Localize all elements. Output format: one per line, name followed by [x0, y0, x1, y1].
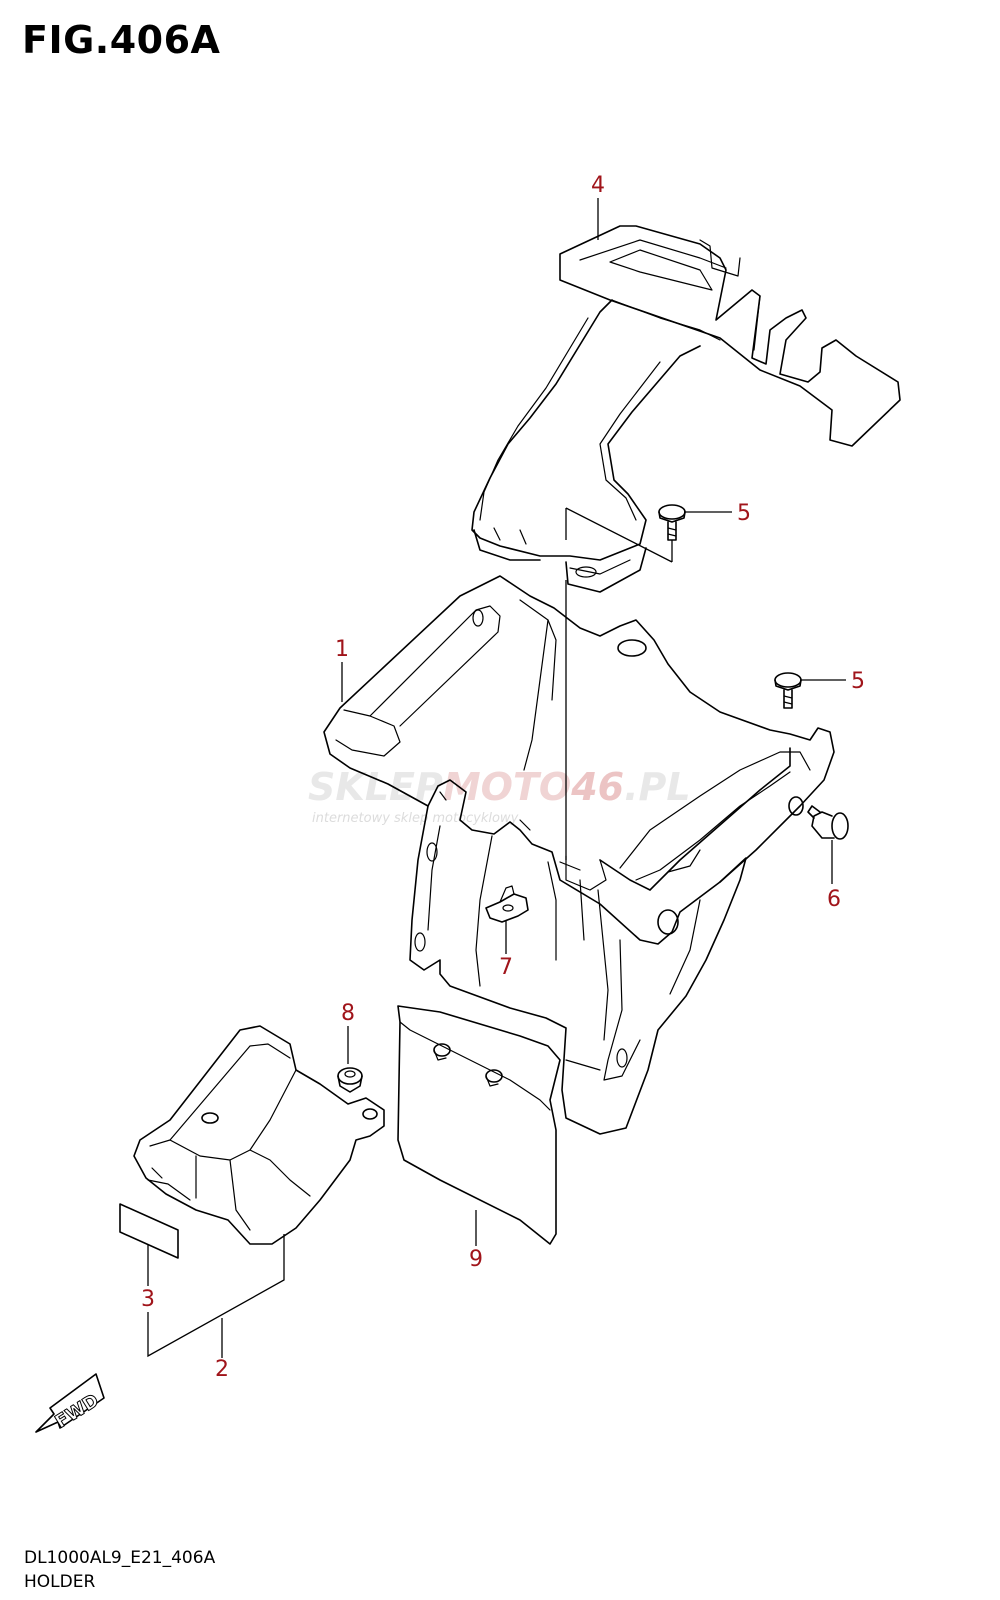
part-2-cover [133, 1025, 385, 1245]
fwd-label: FWD [52, 1390, 103, 1433]
part-7-clip-nut [485, 885, 529, 923]
watermark-brand-2: MOTO [443, 765, 571, 809]
callout-9: 9 [469, 1247, 483, 1272]
part-6-bolt [807, 805, 849, 840]
watermark-brand-4: .PL [624, 765, 691, 809]
callout-5-upper: 5 [737, 501, 751, 526]
section-name: HOLDER [24, 1572, 96, 1592]
part-5-screw-lower [774, 672, 802, 709]
part-1-main-holder [323, 575, 835, 945]
part-5-screw-upper [658, 504, 686, 541]
part-9-mud-flap [397, 1005, 561, 1245]
part-8-grommet [337, 1067, 363, 1093]
figure-title: FIG.406A [22, 18, 221, 62]
callout-1: 1 [335, 637, 349, 662]
callout-3: 3 [141, 1287, 155, 1312]
callout-labels: 4 5 5 1 6 7 8 9 3 2 [141, 173, 865, 1382]
callout-7: 7 [499, 955, 513, 980]
callout-2: 2 [215, 1357, 229, 1382]
figure-footer: DL1000AL9_E21_406A HOLDER [24, 1546, 215, 1594]
callout-5-lower: 5 [851, 669, 865, 694]
part-4-upper-bracket [471, 225, 901, 593]
callout-8: 8 [341, 1001, 355, 1026]
model-code: DL1000AL9_E21_406A [24, 1548, 216, 1568]
watermark-tagline: internetowy sklep motocyklowy [312, 811, 519, 826]
callout-6: 6 [827, 887, 841, 912]
svg-text:SKLEPMOTO46.PL: SKLEPMOTO46.PL [308, 765, 691, 809]
watermark: SKLEPMOTO46.PL internetowy sklep motocyk… [308, 765, 691, 826]
part-1-lower-fender [409, 805, 747, 1135]
fwd-direction-arrow: FWD [35, 1373, 105, 1433]
leader-lines [147, 198, 846, 1358]
watermark-brand-3: 46 [570, 765, 624, 809]
callout-4: 4 [591, 173, 605, 198]
part-3-label [119, 1203, 179, 1259]
